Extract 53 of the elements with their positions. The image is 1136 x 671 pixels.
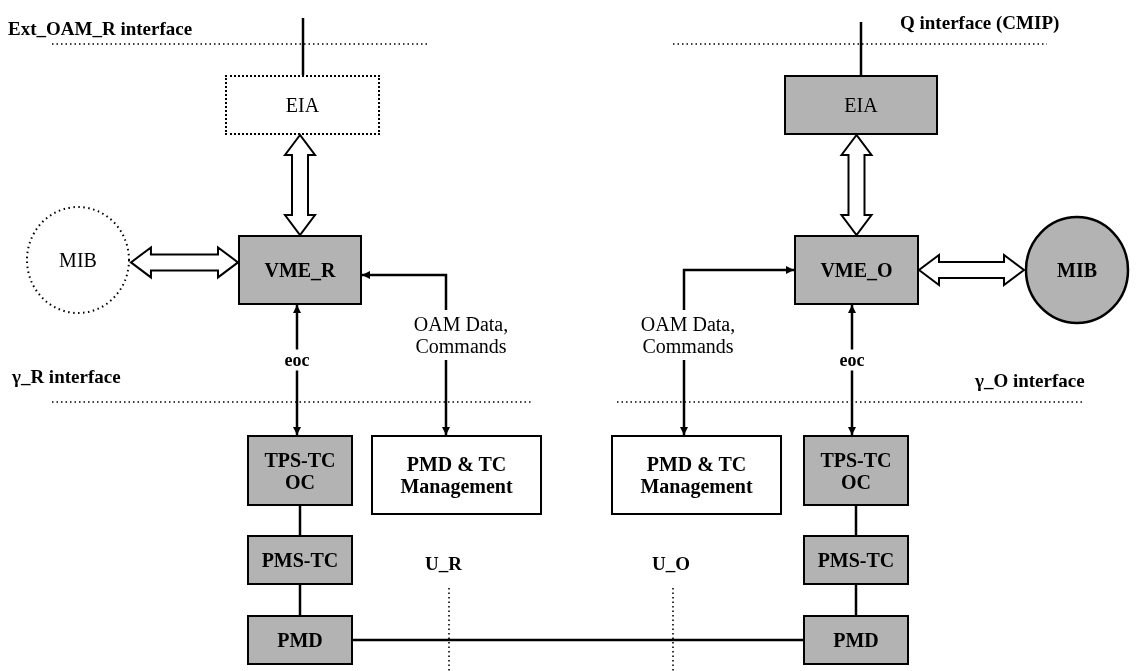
arrow xyxy=(442,360,450,435)
arrow xyxy=(682,266,794,310)
box-label: PMD & TC Management xyxy=(399,453,514,497)
box-label: EIA xyxy=(284,94,321,116)
process-box xyxy=(794,235,919,305)
process-box xyxy=(803,435,909,506)
box-label: EIA xyxy=(843,94,879,116)
connector-line xyxy=(859,22,863,75)
connector-line xyxy=(298,506,302,535)
connector-line xyxy=(301,18,305,75)
interface-label: U_O xyxy=(652,553,690,575)
database-circle xyxy=(1024,215,1130,325)
box-label: VME_O xyxy=(819,259,894,281)
box-label: TPS-TC OC xyxy=(819,448,893,493)
box-label: PMD xyxy=(832,629,880,651)
process-box xyxy=(371,435,542,515)
interface-label: Ext_OAM_R interface xyxy=(8,18,193,40)
box-label: PMS-TC xyxy=(260,549,340,571)
process-box xyxy=(238,235,362,305)
process-box xyxy=(247,615,353,665)
box-label: PMS-TC xyxy=(816,549,896,571)
double-block-arrow xyxy=(839,133,874,237)
box-label: VME_R xyxy=(263,259,337,281)
double-block-arrow xyxy=(283,133,317,237)
box-label: OAM Data, Commands xyxy=(639,313,737,357)
process-box xyxy=(225,75,380,135)
connector-line xyxy=(298,585,302,615)
box-label: TPS-TC OC xyxy=(263,448,337,493)
process-box xyxy=(803,535,909,585)
process-box xyxy=(247,535,353,585)
process-box xyxy=(784,75,938,135)
connector-line xyxy=(353,638,803,642)
connector-line xyxy=(854,506,858,535)
interface-label: U_R xyxy=(425,553,462,575)
double-block-arrow xyxy=(129,245,240,280)
connector-line xyxy=(854,585,858,615)
process-box xyxy=(803,615,909,665)
process-box xyxy=(611,435,782,515)
box-label: PMD & TC Management xyxy=(639,453,754,497)
box-label: MIB xyxy=(58,249,98,271)
edge-label: eoc xyxy=(282,349,312,371)
box-label: PMD xyxy=(276,629,324,651)
interface-label: Q interface (CMIP) xyxy=(900,12,1060,34)
database-circle xyxy=(25,205,131,315)
arrow xyxy=(362,271,448,310)
box-label: MIB xyxy=(1056,259,1098,281)
arrow xyxy=(680,360,688,435)
double-block-arrow xyxy=(917,253,1026,287)
edge-label: eoc xyxy=(837,349,867,371)
interface-label: γ_O interface xyxy=(975,370,1085,392)
process-box xyxy=(247,435,353,506)
interface-label: γ_R interface xyxy=(12,366,121,388)
box-label: OAM Data, Commands xyxy=(412,313,510,357)
